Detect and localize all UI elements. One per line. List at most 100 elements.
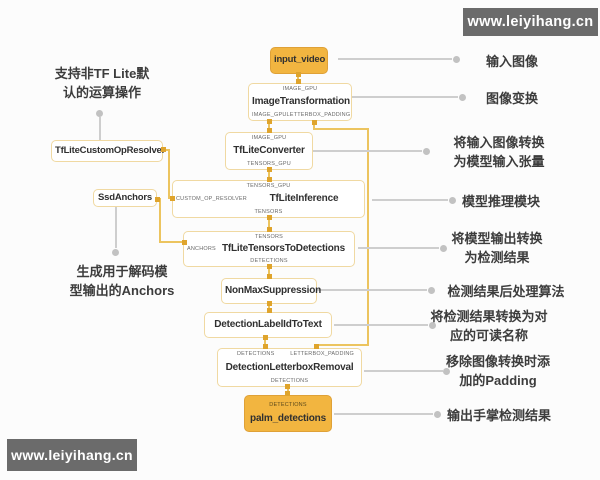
edge-segment-9 bbox=[313, 128, 369, 130]
node-label: ImageTransformation bbox=[252, 96, 350, 108]
node-detection-label-id-to-text: DetectionLabelIdToText bbox=[204, 312, 332, 338]
connector-square-13 bbox=[262, 343, 268, 349]
annotation-nms: 检测结果后处理算法 bbox=[416, 282, 596, 301]
annotation-line-text: 将输入图像转换 bbox=[453, 135, 545, 150]
annotation-line-0 bbox=[99, 117, 101, 140]
edge-segment-1 bbox=[268, 121, 270, 132]
node-label: palm_detections bbox=[250, 413, 326, 425]
edge-segment-10 bbox=[367, 128, 369, 346]
annotation-dot-0 bbox=[95, 109, 103, 117]
edge-segment-13 bbox=[163, 149, 170, 151]
node-tflite-converter: IMAGE_GPU TfLiteConverter TENSORS_GPU bbox=[225, 132, 313, 170]
connector-square-4 bbox=[266, 166, 272, 172]
port-image-gpu-out: IMAGE_GPU bbox=[252, 111, 287, 118]
annotation-dot-7 bbox=[427, 286, 435, 294]
annotation-input-image: 输入图像 bbox=[422, 52, 600, 71]
node-tflite-inference: TENSORS_GPU CUSTOM_OP_RESOLVER TfLiteInf… bbox=[172, 180, 365, 218]
port-detections-out: DETECTIONS bbox=[250, 257, 288, 264]
annotation-line-text: 认的运算操作 bbox=[62, 85, 141, 100]
annotation-line-7 bbox=[316, 289, 427, 291]
watermark-top-right: www.leiyihang.cn bbox=[463, 8, 598, 36]
annotation-dot-5 bbox=[448, 196, 456, 204]
annotation-line-text: 图像变换 bbox=[485, 91, 538, 106]
port-detections-in: DETECTIONS bbox=[269, 402, 307, 409]
port-letterbox-padding-out: LETTERBOX_PADDING bbox=[286, 111, 351, 118]
annotation-dot-4 bbox=[422, 147, 430, 155]
port-image-gpu-in: IMAGE_GPU bbox=[282, 86, 318, 92]
port-tensors-in: TENSORS bbox=[255, 234, 283, 240]
port-detections-in: DETECTIONS bbox=[237, 351, 275, 357]
annotation-letterbox-removal: 移除图像转换时添 加的Padding bbox=[408, 352, 588, 390]
annotation-line-text: 加的Padding bbox=[459, 373, 537, 388]
annotation-image-transform: 图像变换 bbox=[422, 89, 600, 108]
annotation-line-text: 将模型输出转换 bbox=[451, 231, 543, 246]
edge-segment-11 bbox=[315, 344, 369, 346]
annotation-line-text: 为模型输入张量 bbox=[453, 154, 545, 169]
port-image-gpu-in: IMAGE_GPU bbox=[251, 135, 287, 141]
annotation-dot-10 bbox=[433, 410, 441, 418]
annotation-line-text: 生成用于解码模 bbox=[76, 264, 168, 279]
node-label: TfLiteTensorsToDetections bbox=[221, 243, 345, 255]
connector-square-5 bbox=[266, 176, 272, 182]
connector-square-9 bbox=[266, 273, 272, 279]
annotation-inference: 模型推理模块 bbox=[411, 192, 591, 211]
annotation-line-9 bbox=[364, 370, 443, 372]
annotation-dot-2 bbox=[452, 55, 460, 63]
edge-segment-4 bbox=[268, 267, 270, 278]
annotation-line-text: 移除图像转换时添 bbox=[445, 354, 550, 369]
port-detections-out: DETECTIONS bbox=[270, 377, 309, 384]
connector-square-14 bbox=[284, 383, 290, 389]
edge-segment-3 bbox=[268, 218, 270, 231]
annotation-line-8 bbox=[334, 324, 428, 326]
annotation-line-text: 型输出的Anchors bbox=[69, 283, 175, 298]
watermark-bottom-left: www.leiyihang.cn bbox=[7, 439, 137, 471]
node-label: TfLiteCustomOpResolver bbox=[55, 144, 166, 156]
edge-segment-14 bbox=[168, 149, 170, 198]
edge-segment-17 bbox=[159, 198, 161, 243]
connector-square-11 bbox=[266, 307, 272, 313]
connector-square-16 bbox=[311, 119, 317, 125]
node-label: SsdAnchors bbox=[98, 191, 152, 203]
connector-square-2 bbox=[266, 118, 272, 124]
annotation-label-to-text: 将检测结果转换为对 应的可读名称 bbox=[399, 307, 579, 345]
annotation-dot-9 bbox=[442, 367, 450, 375]
connector-square-3 bbox=[266, 127, 272, 133]
annotation-line-5 bbox=[372, 199, 448, 201]
annotation-line-text: 为检测结果 bbox=[464, 250, 530, 265]
edge-segment-6 bbox=[264, 338, 266, 348]
annotation-line-3 bbox=[352, 96, 458, 98]
connector-square-12 bbox=[262, 334, 268, 340]
annotation-line-text: 将检测结果转换为对 bbox=[430, 309, 548, 324]
connector-square-0 bbox=[295, 71, 301, 77]
node-ssd-anchors: SsdAnchors bbox=[93, 189, 157, 207]
annotation-line-text: 输入图像 bbox=[485, 54, 538, 69]
annotation-line-2 bbox=[338, 58, 452, 60]
connector-square-15 bbox=[284, 390, 290, 396]
annotation-line-10 bbox=[334, 413, 433, 415]
annotation-dot-8 bbox=[428, 321, 436, 329]
connector-square-6 bbox=[266, 214, 272, 220]
connector-square-19 bbox=[169, 195, 175, 201]
annotation-line-text: 输出手掌检测结果 bbox=[446, 408, 551, 423]
node-label: TfLiteInference bbox=[269, 193, 339, 205]
node-input-video: input_video bbox=[270, 47, 328, 74]
annotation-line-6 bbox=[358, 247, 439, 249]
node-label: input_video bbox=[274, 54, 326, 66]
port-tensors-gpu-in: TENSORS_GPU bbox=[246, 183, 291, 189]
annotation-tensors-to-detections: 将模型输出转换 为检测结果 bbox=[407, 229, 587, 267]
node-tflite-custom-op-resolver: TfLiteCustomOpResolver bbox=[51, 140, 166, 162]
node-label: DetectionLabelIdToText bbox=[214, 319, 322, 331]
connector-square-8 bbox=[266, 263, 272, 269]
annotation-dot-1 bbox=[111, 248, 119, 256]
annotation-output: 输出手掌检测结果 bbox=[409, 406, 589, 425]
annotation-line-text: 支持非TF Lite默 bbox=[54, 66, 150, 81]
annotation-line-text: 检测结果后处理算法 bbox=[447, 284, 565, 299]
annotation-custom-ops: 支持非TF Lite默 认的运算操作 bbox=[12, 64, 192, 102]
annotation-line-1 bbox=[115, 207, 117, 248]
edge-segment-18 bbox=[159, 241, 185, 243]
connector-square-10 bbox=[266, 300, 272, 306]
annotation-dot-6 bbox=[439, 244, 447, 252]
node-label: DetectionLetterboxRemoval bbox=[225, 361, 354, 373]
edge-segment-8 bbox=[313, 121, 315, 129]
